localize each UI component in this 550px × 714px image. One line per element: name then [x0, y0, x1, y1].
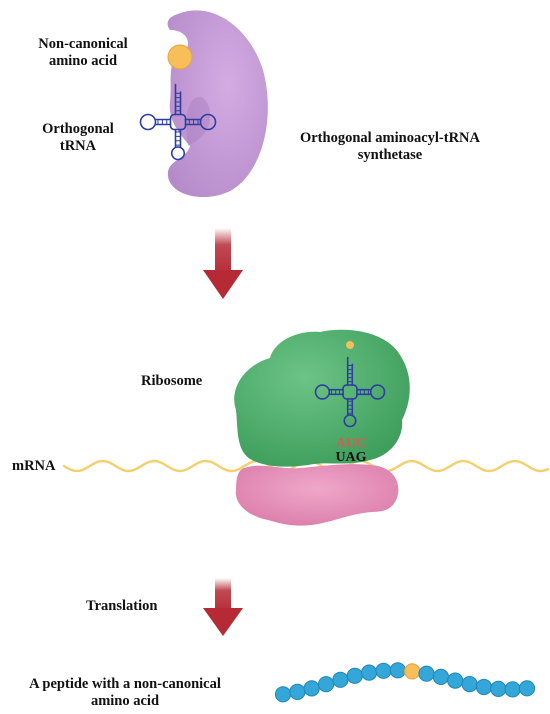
amino-acid-bead [475, 678, 492, 696]
amino-acid-label: Non-canonical amino acid [18, 36, 148, 70]
synthetase-label-line: Orthogonal aminoacyl-tRNA [299, 130, 481, 146]
anticodon-label: AUC [335, 436, 367, 451]
mrna-label: mRNA [12, 458, 56, 474]
noncanonical-amino-acid-bead [404, 663, 421, 680]
down-arrow [203, 578, 243, 636]
amino-acid-bead [447, 672, 464, 689]
amino-acid-bead [418, 665, 435, 682]
amino-acid-circle [346, 341, 354, 349]
ribosome-small-subunit [235, 464, 399, 526]
amino-acid-bead [289, 683, 306, 701]
trna-label-line: Orthogonal [42, 121, 114, 137]
amino-acid-bead [361, 664, 378, 681]
down-arrow [203, 228, 243, 299]
amino-acid-bead [389, 662, 406, 679]
amino-acid-bead [346, 667, 363, 684]
translation-label: Translation [86, 598, 158, 614]
amino-acid-label-line: amino acid [48, 53, 118, 69]
amino-acid-bead [461, 676, 478, 693]
trna-label: Orthogonal tRNA [28, 121, 128, 155]
peptide-label-line: amino acid [90, 693, 160, 709]
codon-label: UAG [335, 450, 367, 465]
amino-acid-bead [274, 686, 292, 703]
trna-icon [314, 356, 386, 428]
peptide-chain [274, 662, 536, 703]
amino-acid-bead [518, 680, 536, 697]
amino-acid-bead [490, 680, 507, 698]
amino-acid-bead [303, 680, 320, 697]
ribosome-label: Ribosome [141, 373, 203, 389]
synthetase-enzyme [167, 10, 268, 198]
amino-acid-bead [332, 671, 349, 688]
peptide-label-line: A peptide with a non-canonical [29, 676, 221, 692]
amino-acid-bead [504, 681, 521, 698]
trna-label-line: tRNA [59, 138, 97, 154]
synthetase-label: Orthogonal aminoacyl-tRNA synthetase [270, 130, 510, 164]
trna-icon [139, 83, 217, 161]
amino-acid-bead [375, 662, 392, 679]
amino-acid-label-line: Non-canonical [38, 36, 128, 52]
amino-acid-bead [432, 668, 449, 686]
amino-acid-bead [318, 676, 335, 693]
synthetase-label-line: synthetase [357, 147, 423, 163]
amino-acid-circle [167, 44, 193, 70]
peptide-label: A peptide with a non-canonical amino aci… [0, 676, 250, 710]
